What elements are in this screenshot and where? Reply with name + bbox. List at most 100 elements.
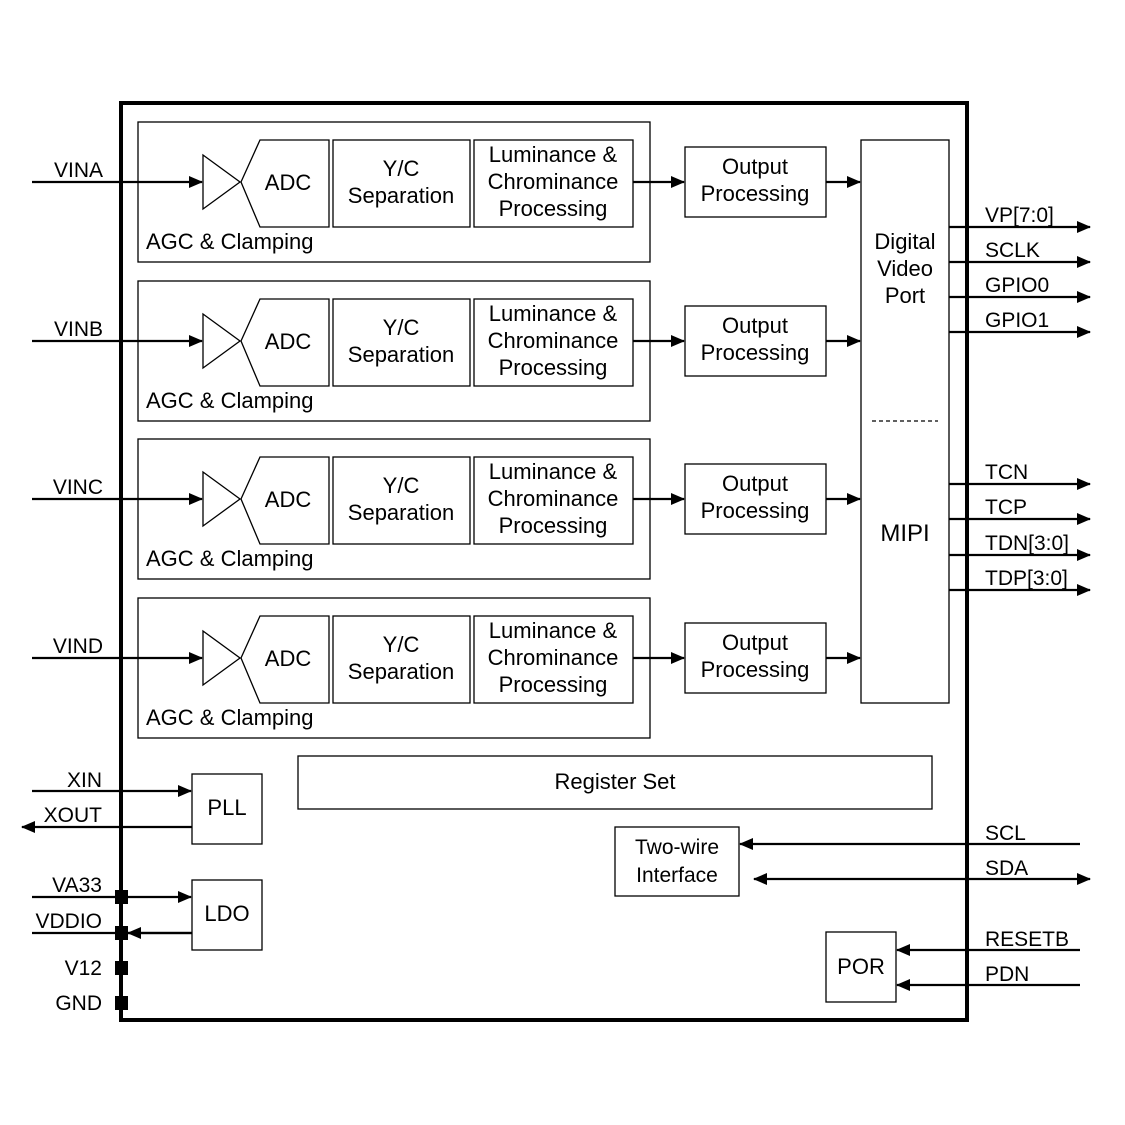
mipi-label: MIPI — [880, 520, 929, 547]
yc-label-line1: Y/C — [383, 473, 420, 498]
lum-label-line2: Chrominance — [488, 328, 619, 353]
scl-label: SCL — [985, 822, 1026, 845]
input-label: VINA — [54, 159, 103, 182]
luminance-chrominance-block — [473, 615, 634, 704]
ldo-label: LDO — [204, 901, 249, 926]
lum-label-line3: Processing — [499, 355, 608, 380]
lum-label-line1: Luminance & — [489, 459, 618, 484]
mipi-output-label: TCN — [985, 461, 1028, 484]
two-wire-label-line2: Interface — [636, 864, 718, 887]
lum-label-line2: Chrominance — [488, 645, 619, 670]
amplifier-icon — [202, 629, 242, 687]
dvp-output-label: VP[7:0] — [985, 204, 1054, 227]
agc-clamping-label: AGC & Clamping — [146, 705, 314, 730]
xin-label: XIN — [67, 769, 102, 792]
amplifier-icon — [202, 470, 242, 528]
output-processing-block — [684, 622, 827, 694]
mipi-output-label: TDN[3:0] — [985, 532, 1069, 555]
amplifier-icon — [202, 153, 242, 211]
dvp-label-line3: Port — [885, 283, 925, 308]
lum-label-line2: Chrominance — [488, 486, 619, 511]
vddio-pad — [115, 926, 128, 940]
yc-label-line2: Separation — [348, 659, 454, 684]
yc-label-line1: Y/C — [383, 315, 420, 340]
digital-video-port-block: Digital Video Port MIPI — [860, 139, 950, 704]
output-label-line1: Output — [722, 313, 788, 338]
adc-label: ADC — [265, 646, 312, 671]
ldo-block: LDO VA33 VDDIO V12 GND — [32, 874, 263, 1015]
lum-label-line1: Luminance & — [489, 142, 618, 167]
agc-clamping-label: AGC & Clamping — [146, 546, 314, 571]
yc-separation-block — [332, 456, 471, 545]
dvp-output-label: GPIO0 — [985, 274, 1049, 297]
agc-clamping-label: AGC & Clamping — [146, 388, 314, 413]
yc-separation-block — [332, 139, 471, 228]
yc-separation-block — [332, 298, 471, 387]
lum-label-line1: Luminance & — [489, 618, 618, 643]
gnd-label: GND — [55, 992, 102, 1015]
yc-label-line1: Y/C — [383, 632, 420, 657]
output-label-line2: Processing — [701, 340, 810, 365]
yc-label-line2: Separation — [348, 500, 454, 525]
input-label: VINC — [53, 476, 103, 499]
por-label: POR — [837, 954, 885, 979]
v12-pad — [115, 961, 128, 975]
resetb-label: RESETB — [985, 928, 1069, 951]
mipi-output-label: TDP[3:0] — [985, 567, 1068, 590]
output-label-line2: Processing — [701, 181, 810, 206]
agc-clamping-label: AGC & Clamping — [146, 229, 314, 254]
amplifier-icon — [202, 312, 242, 370]
power-pads — [115, 890, 128, 1010]
va33-pad — [115, 890, 128, 904]
pdn-label: PDN — [985, 963, 1029, 986]
chip-boundary — [119, 101, 969, 1022]
output-processing-block — [684, 305, 827, 377]
luminance-chrominance-block — [473, 456, 634, 545]
adc-block — [240, 615, 330, 704]
mipi-output-label: TCP — [985, 496, 1027, 519]
adc-block — [240, 139, 330, 228]
yc-label-line2: Separation — [348, 183, 454, 208]
dvp-output-label: SCLK — [985, 239, 1040, 262]
input-label: VINB — [54, 318, 103, 341]
luminance-chrominance-block — [473, 298, 634, 387]
register-set-label: Register Set — [554, 769, 675, 794]
lum-label-line3: Processing — [499, 672, 608, 697]
yc-label-line1: Y/C — [383, 156, 420, 181]
por-block: POR RESETB PDN — [825, 928, 1080, 1003]
lum-label-line3: Processing — [499, 513, 608, 538]
pll-block: PLL XIN XOUT — [21, 769, 263, 845]
lum-label-line1: Luminance & — [489, 301, 618, 326]
yc-separation-block — [332, 615, 471, 704]
two-wire-interface-block: Two-wire Interface SCL SDA — [614, 822, 1091, 897]
dvp-label-line2: Video — [877, 256, 933, 281]
adc-block — [240, 456, 330, 545]
output-label-line1: Output — [722, 630, 788, 655]
pll-label: PLL — [207, 795, 246, 820]
sda-label: SDA — [985, 857, 1028, 880]
xout-label: XOUT — [44, 804, 103, 827]
yc-label-line2: Separation — [348, 342, 454, 367]
dvp-output-label: GPIO1 — [985, 309, 1049, 332]
lum-label-line3: Processing — [499, 196, 608, 221]
output-processing-block — [684, 463, 827, 535]
output-label-line1: Output — [722, 154, 788, 179]
dvp-label-line1: Digital — [874, 229, 935, 254]
v12-label: V12 — [65, 957, 102, 980]
output-label-line1: Output — [722, 471, 788, 496]
va33-label: VA33 — [52, 874, 102, 897]
input-label: VIND — [53, 635, 103, 658]
output-label-line2: Processing — [701, 657, 810, 682]
adc-label: ADC — [265, 329, 312, 354]
register-set-block: Register Set — [297, 755, 933, 810]
output-label-line2: Processing — [701, 498, 810, 523]
lum-label-line2: Chrominance — [488, 169, 619, 194]
two-wire-label-line1: Two-wire — [635, 836, 719, 859]
